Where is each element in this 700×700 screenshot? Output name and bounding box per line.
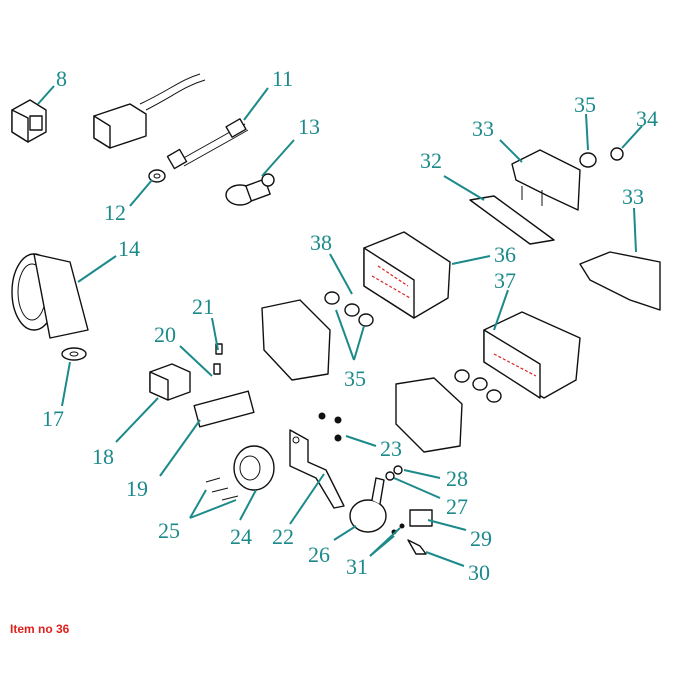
callout-35-mid: 35 bbox=[344, 366, 366, 391]
part-12-washer bbox=[148, 169, 166, 183]
item-caption: Item no 36 bbox=[10, 622, 70, 636]
part-33-bracket-right bbox=[579, 251, 661, 311]
lamp-lens-right bbox=[395, 377, 463, 453]
callout-21: 21 bbox=[192, 294, 214, 319]
part-26-horn bbox=[349, 477, 387, 533]
callout-14: 14 bbox=[118, 236, 140, 261]
callout-26: 26 bbox=[308, 542, 330, 567]
callout-32: 32 bbox=[420, 148, 442, 173]
part-17-washer bbox=[61, 347, 87, 361]
callout-33-upper: 33 bbox=[472, 116, 494, 141]
callout-13: 13 bbox=[298, 114, 320, 139]
part-36-lamp-housing bbox=[363, 231, 451, 319]
callout-33-right: 33 bbox=[622, 184, 644, 209]
callout-22: 22 bbox=[272, 524, 294, 549]
callout-31: 31 bbox=[346, 554, 368, 579]
lamp-lens-left bbox=[261, 299, 331, 381]
callout-29: 29 bbox=[470, 526, 492, 551]
callout-8: 8 bbox=[56, 66, 67, 91]
callout-24: 24 bbox=[230, 524, 252, 549]
part-23-nuts bbox=[318, 412, 342, 442]
callout-11: 11 bbox=[272, 66, 293, 91]
part-13-bulb-holder bbox=[225, 173, 275, 206]
part-11-harness bbox=[93, 73, 249, 170]
callout-17: 17 bbox=[42, 406, 64, 431]
callout-12: 12 bbox=[104, 200, 126, 225]
part-27-31-hardware bbox=[385, 465, 433, 555]
part-19-fuse-holder bbox=[193, 343, 255, 428]
callout-30: 30 bbox=[468, 560, 490, 585]
callout-36: 36 bbox=[494, 242, 516, 267]
callout-23: 23 bbox=[380, 436, 402, 461]
callout-20: 20 bbox=[154, 322, 176, 347]
callout-28: 28 bbox=[446, 466, 468, 491]
callout-labels: 8 11 12 13 14 17 18 19 20 21 22 23 24 25… bbox=[42, 66, 658, 585]
part-37-lamp-housing bbox=[483, 311, 581, 399]
callout-19: 19 bbox=[126, 476, 148, 501]
part-34-cap bbox=[610, 147, 624, 161]
part-18-relay bbox=[149, 363, 191, 401]
part-32-plate bbox=[469, 195, 555, 245]
callout-25: 25 bbox=[158, 518, 180, 543]
callout-38: 38 bbox=[310, 230, 332, 255]
callout-34: 34 bbox=[636, 106, 658, 131]
callout-37: 37 bbox=[494, 268, 516, 293]
leader-lines bbox=[37, 85, 643, 567]
part-22-bracket bbox=[289, 429, 345, 509]
callout-18: 18 bbox=[92, 444, 114, 469]
part-25-screws bbox=[205, 477, 239, 501]
part-24-horn bbox=[233, 445, 275, 491]
callout-27: 27 bbox=[446, 494, 468, 519]
part-33-bracket-upper bbox=[511, 149, 581, 211]
callout-35-top: 35 bbox=[574, 92, 596, 117]
part-38-bulbs bbox=[324, 291, 502, 403]
part-35-bulb-top bbox=[579, 152, 597, 168]
part-14-headlamp bbox=[11, 253, 89, 339]
part-8-switch bbox=[11, 99, 47, 143]
